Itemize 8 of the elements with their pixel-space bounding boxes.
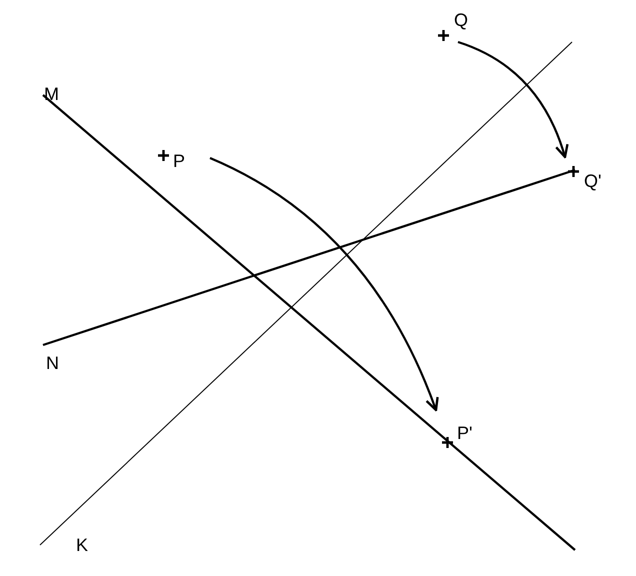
line-label: N — [46, 354, 59, 372]
line-label: K — [76, 536, 88, 554]
curved-arrow — [458, 40, 568, 158]
point-label: Q' — [584, 172, 602, 190]
point-label: P — [173, 152, 186, 170]
curved-arrow — [210, 157, 438, 412]
point-label: Q — [454, 11, 468, 29]
point-label: P' — [457, 424, 472, 442]
